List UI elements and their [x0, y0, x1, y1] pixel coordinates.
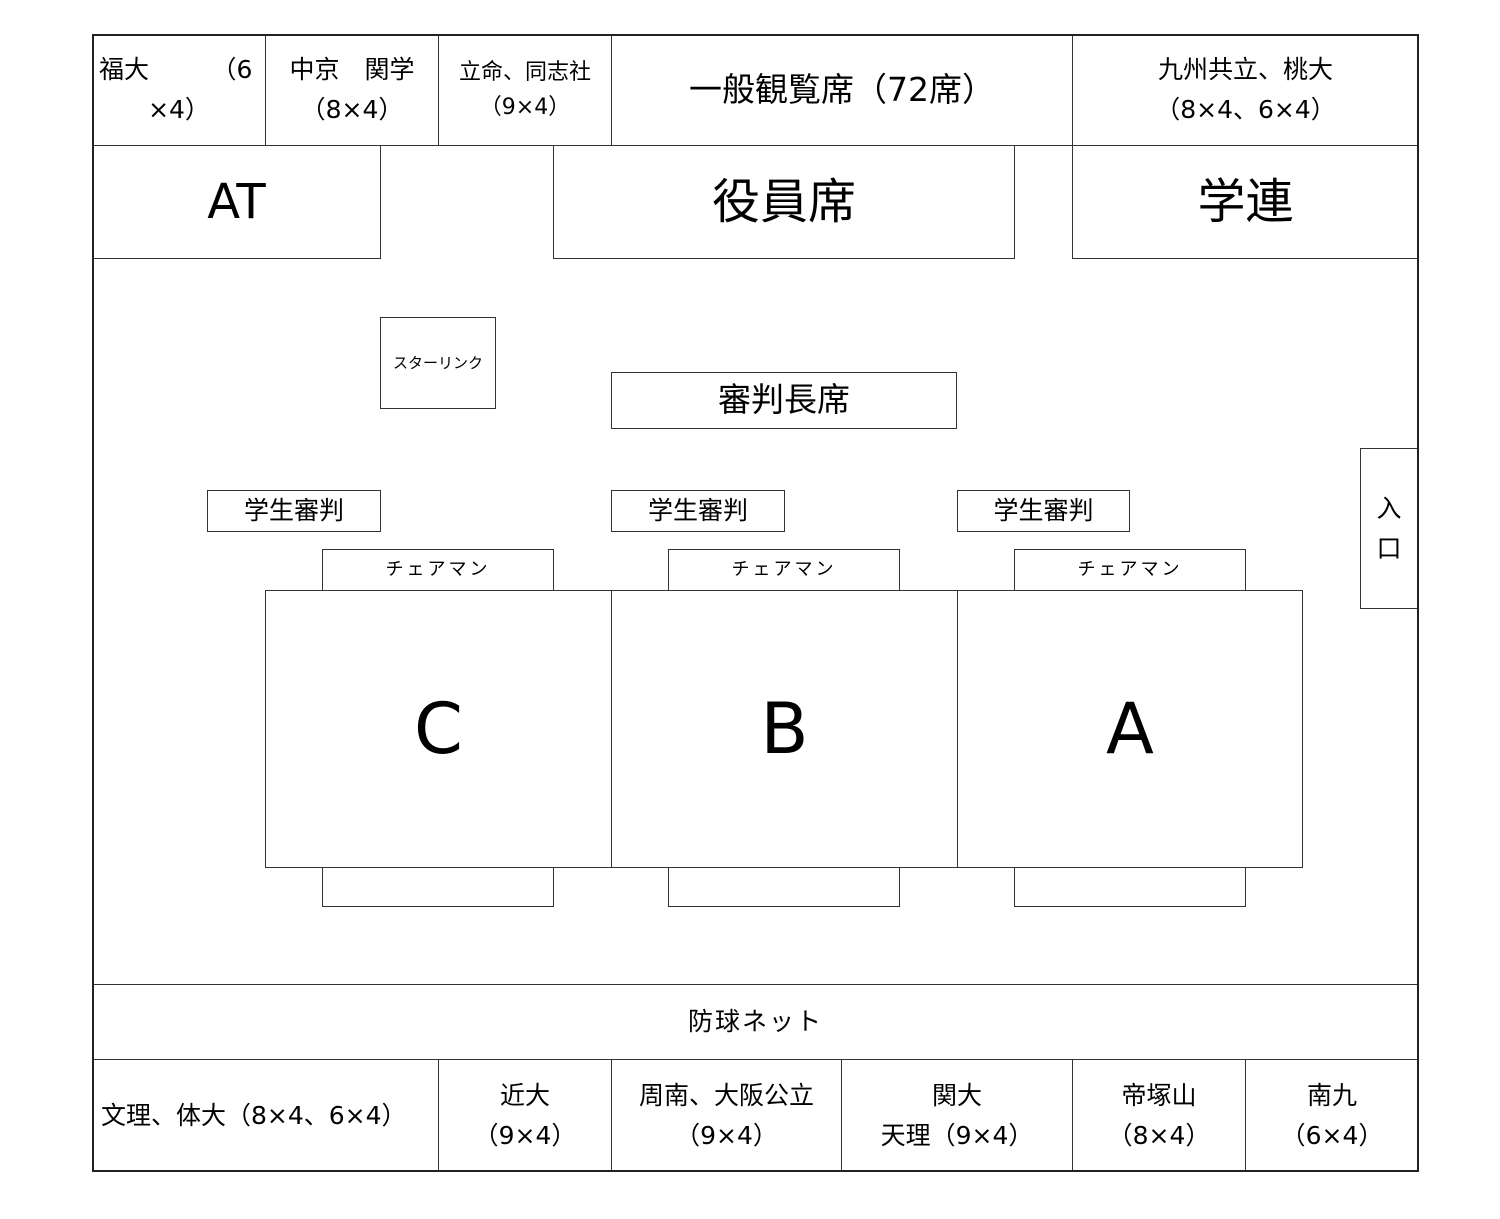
seat-count: （6×4） [1280, 1120, 1384, 1150]
seat-block-ritsumei-doshisha: 立命、同志社 （9×4） [438, 34, 612, 146]
seat-label: 文理、体大（8×4、6×4） [101, 1100, 407, 1130]
general-seating: 一般観覧席（72席） [611, 34, 1073, 146]
area-label: 学生審判 [993, 496, 1094, 525]
area-label: 役員席 [711, 173, 856, 230]
area-label: スターリンク [392, 354, 483, 372]
bench-a [1014, 867, 1246, 907]
seat-count: 天理（9×4） [880, 1120, 1034, 1150]
court-label: B [760, 688, 809, 770]
seat-count: （8×4、6×4） [1155, 95, 1336, 124]
area-label: チェアマン [731, 558, 837, 580]
seat-block-shunan-osaka-koritsu: 周南、大阪公立 （9×4） [611, 1059, 842, 1172]
seat-block-nankyu: 南九 （6×4） [1245, 1059, 1419, 1172]
seat-label: 中京 関学 [289, 55, 415, 84]
area-label: 防球ネット [687, 1007, 823, 1036]
seat-label: 立命、同志社 [458, 59, 591, 85]
protective-net: 防球ネット [92, 984, 1419, 1060]
entrance-label: 口 [1376, 533, 1402, 563]
chairman-a: チェアマン [1014, 549, 1246, 591]
seat-label: 九州共立、桃大 [1157, 55, 1333, 84]
at-area: AT [92, 145, 381, 259]
court-b: B [611, 590, 958, 868]
seat-count: （9×4） [473, 1120, 577, 1150]
seat-label: 帝塚山 [1121, 1080, 1197, 1110]
seat-count: （8×4） [300, 95, 404, 124]
court-label: C [414, 688, 463, 770]
seat-label: 福大 （6 [99, 55, 253, 84]
seat-block-bunri-taidai: 文理、体大（8×4、6×4） [92, 1059, 439, 1172]
student-federation-area: 学連 [1072, 145, 1419, 259]
student-referee-a: 学生審判 [957, 490, 1130, 532]
student-referee-c: 学生審判 [207, 490, 381, 532]
seat-label: 周南、大阪公立 [638, 1080, 814, 1110]
seat-count: （9×4） [479, 95, 571, 120]
seat-block-kyushu-kyoritsu-momodai: 九州共立、桃大 （8×4、6×4） [1072, 34, 1419, 146]
seat-label: 一般観覧席（72席） [689, 69, 995, 109]
starlink-area: スターリンク [380, 317, 496, 409]
bench-c [322, 867, 554, 907]
seat-label: 関大 [931, 1080, 982, 1110]
area-label: 学連 [1197, 173, 1294, 230]
area-label: チェアマン [1077, 558, 1183, 580]
court-label: A [1106, 688, 1154, 770]
officials-seats: 役員席 [553, 145, 1015, 259]
seat-count: （8×4） [1107, 1120, 1211, 1150]
chairman-b: チェアマン [668, 549, 900, 591]
seat-count: ×4） [148, 95, 210, 124]
seat-block-kindai: 近大 （9×4） [438, 1059, 612, 1172]
student-referee-b: 学生審判 [611, 490, 785, 532]
head-referee-seat: 審判長席 [611, 372, 957, 429]
area-label: 学生審判 [647, 496, 748, 525]
chairman-c: チェアマン [322, 549, 554, 591]
seat-label: 南九 [1306, 1080, 1357, 1110]
area-label: AT [207, 173, 266, 230]
seat-count: （9×4） [675, 1120, 778, 1150]
seat-label: 近大 [499, 1080, 550, 1110]
entrance-label: 入 [1376, 493, 1402, 523]
area-label: 審判長席 [718, 380, 850, 420]
venue-border-overlay [92, 34, 1419, 1172]
seat-block-chukyo-kangaku: 中京 関学 （8×4） [265, 34, 439, 146]
area-label: チェアマン [385, 558, 491, 580]
area-label: 学生審判 [243, 496, 344, 525]
court-a: A [957, 590, 1303, 868]
court-c: C [265, 590, 612, 868]
bench-b [668, 867, 900, 907]
seat-block-tezukayama: 帝塚山 （8×4） [1072, 1059, 1246, 1172]
seat-block-kandai-tenri: 関大天理（9×4） [841, 1059, 1073, 1172]
